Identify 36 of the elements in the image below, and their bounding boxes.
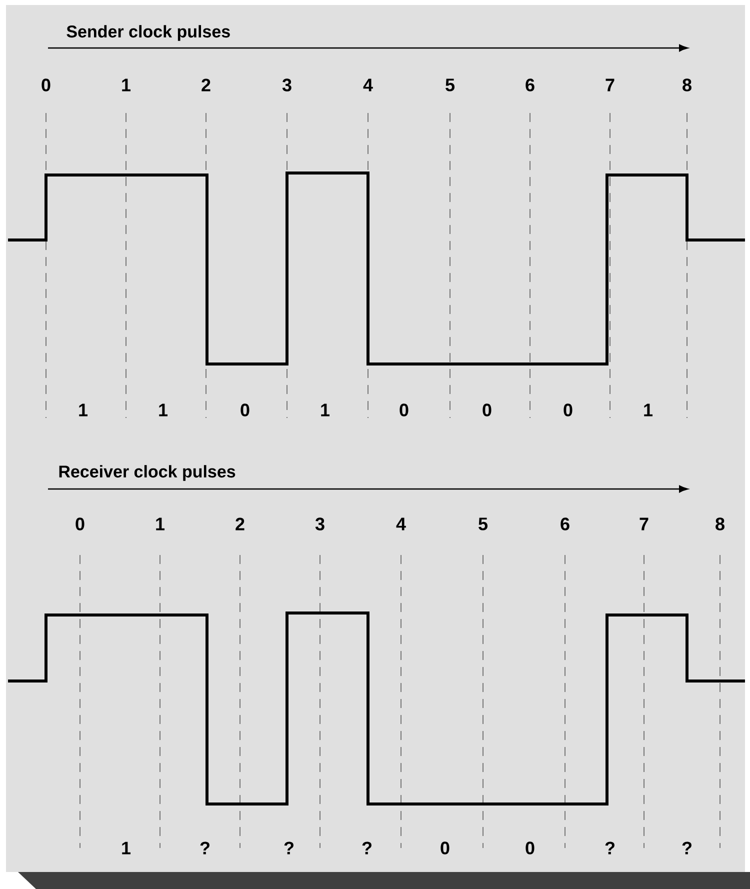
bit-label: ? xyxy=(284,842,294,854)
bit-label: ? xyxy=(362,842,372,854)
bit-label: 0 xyxy=(400,404,408,416)
bit-label: 0 xyxy=(564,404,572,416)
tick-label: 8 xyxy=(716,518,724,530)
axis-title: Receiver clock pulses xyxy=(59,465,236,481)
tick-label: 7 xyxy=(640,518,648,530)
bit-label: 1 xyxy=(644,404,653,416)
bit-label: ? xyxy=(200,842,210,854)
tick-label: 0 xyxy=(76,518,84,530)
tick-label: 3 xyxy=(315,518,324,530)
bit-label: 1 xyxy=(321,404,330,416)
tick-label: 7 xyxy=(606,78,614,92)
tick-label: 5 xyxy=(446,78,455,92)
tick-label: 5 xyxy=(478,518,488,530)
axis-title: Sender clock pulses xyxy=(66,25,230,41)
tick-label: 3 xyxy=(282,78,292,92)
tick-label: 8 xyxy=(682,78,692,92)
tick-label: 2 xyxy=(236,518,244,530)
bit-label: ? xyxy=(605,842,614,854)
tick-label: 6 xyxy=(526,78,534,92)
bit-label: 0 xyxy=(440,842,450,854)
bit-label: 1 xyxy=(159,404,168,416)
tick-label: 4 xyxy=(363,78,373,92)
tick-label: 6 xyxy=(560,518,570,530)
tick-label: 1 xyxy=(156,518,165,530)
bit-label: 1 xyxy=(122,842,131,854)
tick-label: 0 xyxy=(42,78,50,92)
bit-label: ? xyxy=(682,842,692,854)
bit-label: 0 xyxy=(526,842,534,854)
bit-label: 0 xyxy=(482,404,492,416)
bit-label: 0 xyxy=(240,404,250,416)
tick-label: 4 xyxy=(396,518,406,530)
tick-label: 2 xyxy=(202,78,210,92)
bit-label: 1 xyxy=(79,404,88,416)
tick-label: 1 xyxy=(122,78,131,92)
